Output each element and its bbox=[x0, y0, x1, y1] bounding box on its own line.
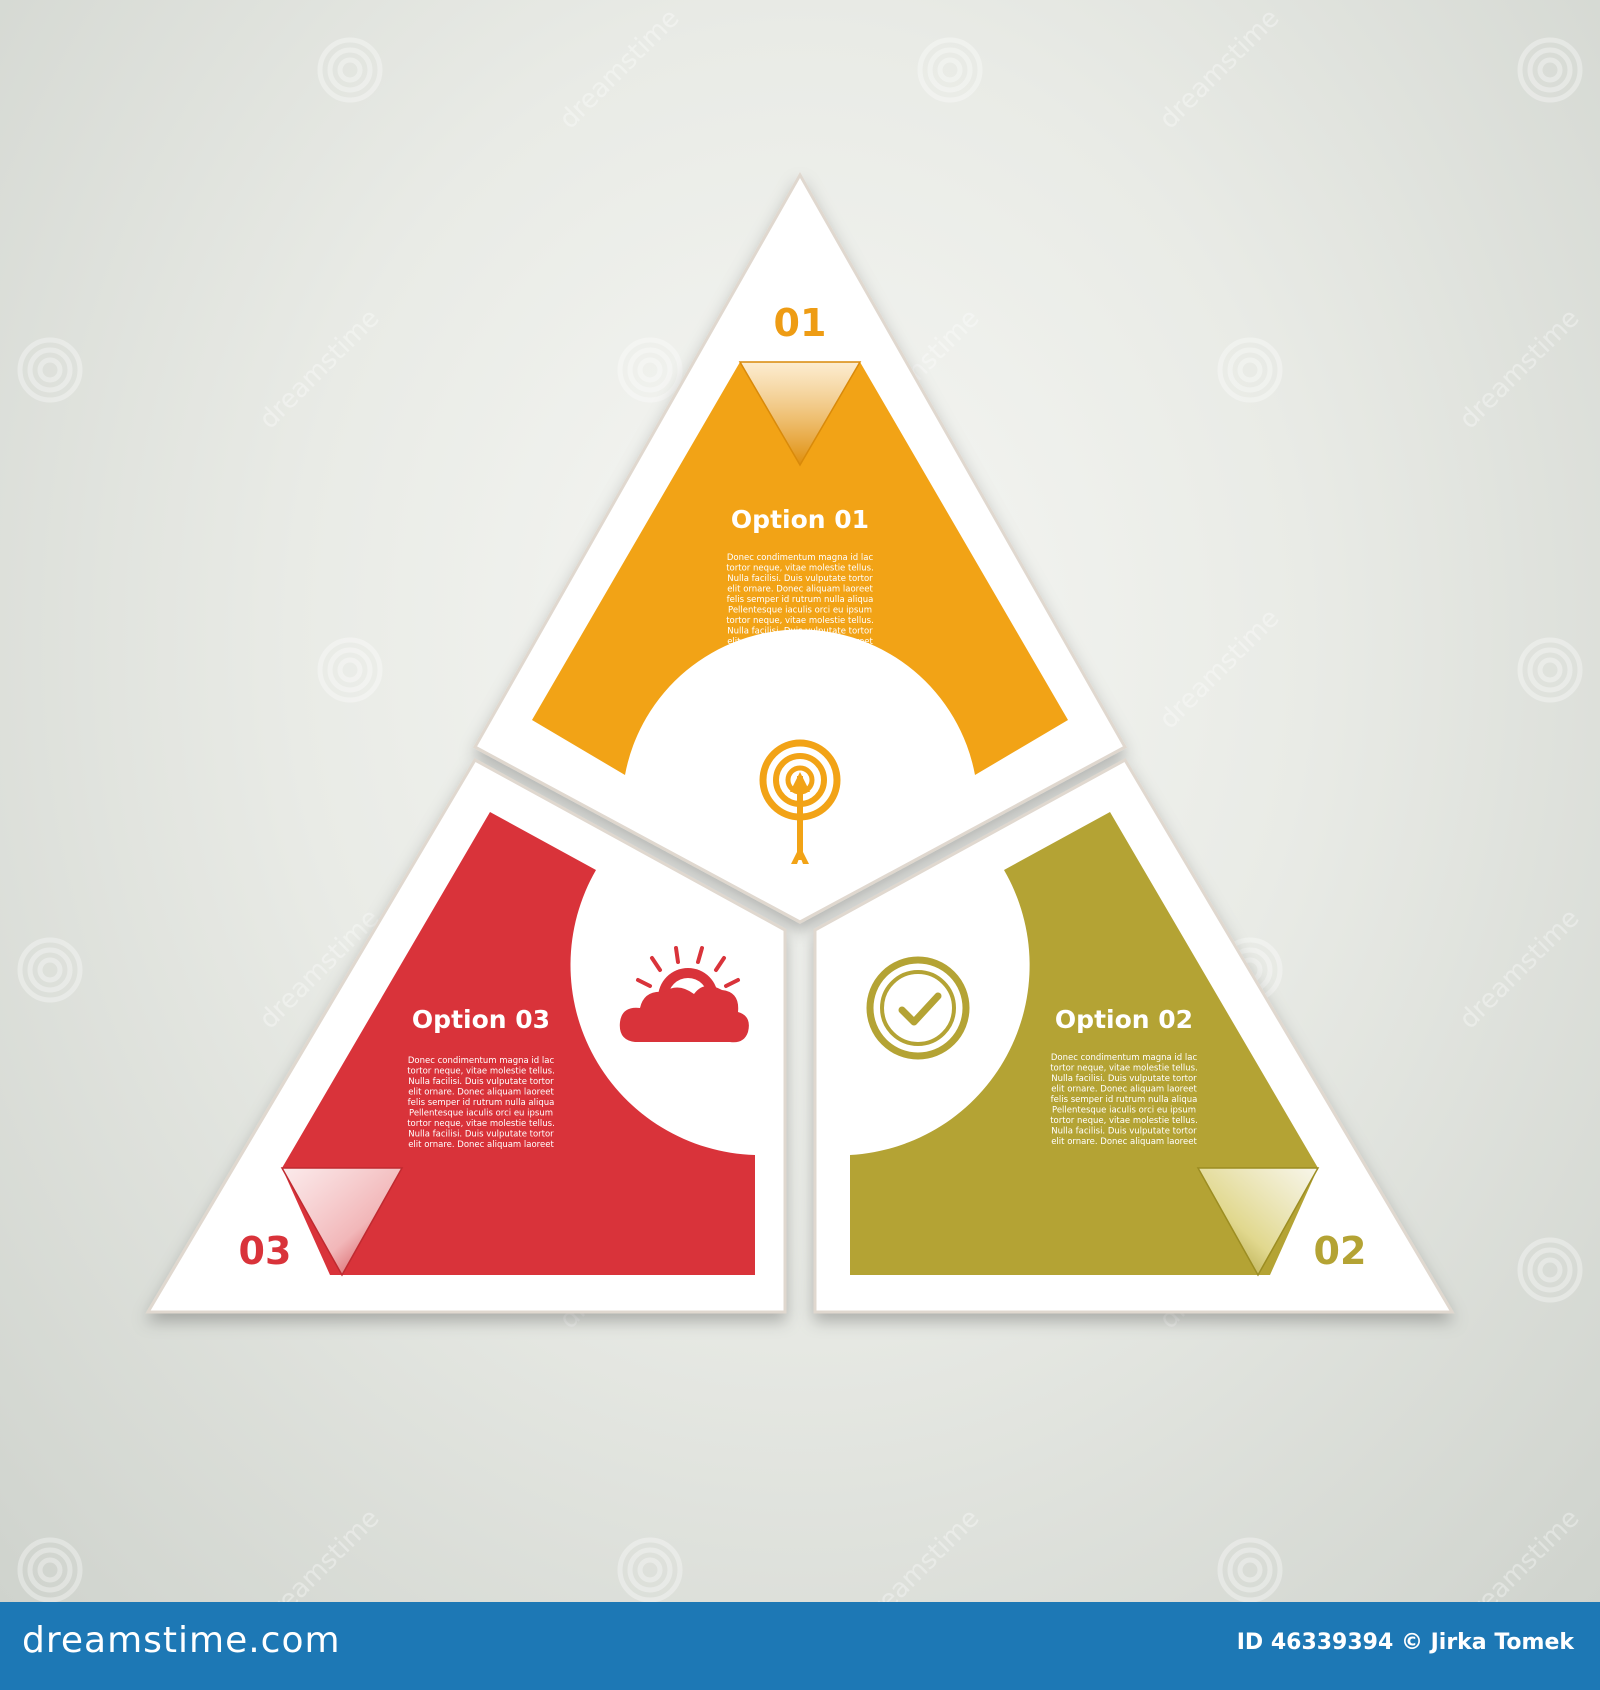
dreamstime-spiral-icon bbox=[17, 337, 83, 403]
body-line: Nulla facilisi. Duis vulputate tortor bbox=[727, 574, 873, 584]
dreamstime-spiral-icon bbox=[1517, 37, 1583, 103]
watermark-text: dreamstime bbox=[554, 3, 686, 135]
segment-01: 01 Option 01 Donec condimentum magna id … bbox=[472, 171, 1128, 924]
body-line: elit ornare. Donec aliquam laoreet bbox=[727, 637, 873, 647]
segment-03-number: 03 bbox=[239, 1229, 292, 1273]
body-line: Pellentesque iaculis orci eu ipsum bbox=[409, 1109, 553, 1119]
body-line: Pellentesque iaculis orci eu ipsum bbox=[728, 606, 872, 616]
sun-cloud-icon bbox=[619, 946, 749, 1043]
segment-01-number: 01 bbox=[774, 301, 827, 345]
body-line: Nulla facilisi. Duis vulputate tortor bbox=[408, 1130, 554, 1140]
body-line: tortor neque, vitae molestie tellus. bbox=[407, 1067, 555, 1077]
segment-02-number: 02 bbox=[1314, 1229, 1367, 1273]
clock-check-icon bbox=[866, 956, 970, 1060]
body-line: elit ornare. Donec aliquam laoreet bbox=[408, 1140, 554, 1150]
body-line: tortor neque, vitae molestie tellus. bbox=[1050, 1116, 1198, 1126]
body-line: tortor neque, vitae molestie tellus. bbox=[726, 616, 874, 626]
dreamstime-spiral-icon bbox=[1217, 1537, 1283, 1602]
segment-03-title: Option 03 bbox=[412, 1005, 550, 1034]
dreamstime-spiral-icon bbox=[1517, 637, 1583, 703]
dreamstime-spiral-icon bbox=[317, 637, 383, 703]
dreamstime-spiral-icon bbox=[1217, 337, 1283, 403]
segment-02-panel bbox=[850, 812, 1318, 1275]
watermark-text: dreamstime bbox=[1454, 303, 1586, 435]
segment-01-fold bbox=[738, 361, 862, 467]
body-line: felis semper id rutrum nulla aliqua bbox=[408, 1098, 555, 1108]
watermark-text: dreamstime bbox=[1154, 603, 1286, 735]
body-line: Nulla facilisi. Duis vulputate tortor bbox=[1051, 1127, 1197, 1137]
footer-bar: dreamstime.com ID 46339394 © Jirka Tomek bbox=[0, 1602, 1600, 1690]
triangle-diagram: dreamstime dreamstime dreamstime dreamstime… bbox=[17, 3, 1586, 1602]
body-line: Nulla facilisi. Duis vulputate tortor bbox=[408, 1077, 554, 1087]
segment-02-title: Option 02 bbox=[1055, 1005, 1193, 1034]
body-line: elit ornare. Donec aliquam laoreet bbox=[1051, 1085, 1197, 1095]
body-line: elit ornare. Donec aliquam laoreet bbox=[408, 1088, 554, 1098]
body-line: tortor neque, vitae molestie tellus. bbox=[407, 1119, 555, 1129]
dreamstime-spiral-icon bbox=[17, 1537, 83, 1602]
dreamstime-spiral-icon bbox=[617, 1537, 683, 1602]
body-line: tortor neque, vitae molestie tellus. bbox=[1050, 1064, 1198, 1074]
body-line: elit ornare. Donec aliquam laoreet bbox=[1051, 1137, 1197, 1147]
body-line: Nulla facilisi. Duis vulputate tortor bbox=[727, 627, 873, 637]
segment-01-panel bbox=[532, 362, 1068, 775]
watermark-text: dreamstime bbox=[1454, 1503, 1586, 1602]
watermark-text: dreamstime bbox=[1454, 903, 1586, 1035]
segment-02-fold bbox=[1196, 1167, 1320, 1277]
segment-03-panel bbox=[282, 812, 755, 1275]
body-line: Donec condimentum magna id lac bbox=[408, 1056, 555, 1066]
footer-credit: ID 46339394 © Jirka Tomek bbox=[1236, 1630, 1574, 1655]
body-line: felis semper id rutrum nulla aliqua bbox=[1051, 1095, 1198, 1105]
watermark-text: dreamstime bbox=[254, 303, 386, 435]
footer-logo[interactable]: dreamstime.com bbox=[22, 1620, 341, 1661]
body-line: tortor neque, vitae molestie tellus. bbox=[726, 564, 874, 574]
body-line: Pellentesque iaculis orci eu ipsum bbox=[1052, 1106, 1196, 1116]
dreamstime-spiral-icon bbox=[1517, 1237, 1583, 1303]
segment-03: 03 Option 03 Donec condimentum magna id … bbox=[145, 757, 787, 1314]
body-line: Nulla facilisi. Duis vulputate tortor bbox=[1051, 1074, 1197, 1084]
watermark-text: dreamstime bbox=[254, 1503, 386, 1602]
dreamstime-spiral-icon bbox=[917, 37, 983, 103]
dreamstime-spiral-icon bbox=[17, 937, 83, 1003]
watermark-text: dreamstime bbox=[1154, 3, 1286, 135]
segment-01-title: Option 01 bbox=[731, 505, 869, 534]
segment-02: 02 Option 02 Donec condimentum magna id … bbox=[813, 757, 1455, 1314]
diagram-canvas: dreamstime dreamstime dreamstime dreamstime… bbox=[0, 0, 1600, 1602]
body-line: Donec condimentum magna id lac bbox=[727, 553, 874, 563]
body-line: Donec condimentum magna id lac bbox=[1051, 1053, 1198, 1063]
segment-03-fold bbox=[280, 1167, 404, 1277]
body-line: felis semper id rutrum nulla aliqua bbox=[727, 595, 874, 605]
body-line: elit ornare. Donec aliquam laoreet bbox=[727, 585, 873, 595]
dreamstime-spiral-icon bbox=[617, 337, 683, 403]
target-arrow-icon bbox=[759, 739, 841, 864]
dreamstime-spiral-icon bbox=[317, 37, 383, 103]
watermark-text: dreamstime bbox=[854, 1503, 986, 1602]
